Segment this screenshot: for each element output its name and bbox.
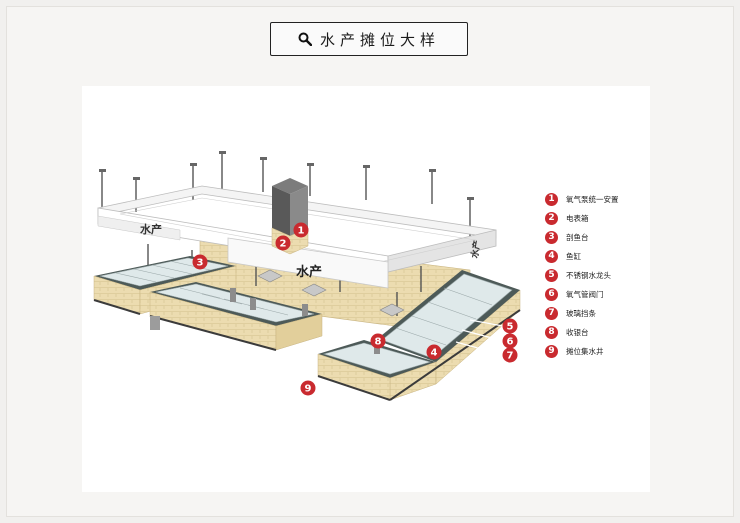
callout-8: 8 — [370, 333, 386, 349]
callout-leaders — [455, 319, 504, 356]
callout-5: 5 — [502, 318, 518, 334]
rod-caps — [99, 151, 474, 200]
callout-2: 2 — [275, 235, 291, 251]
legend-number: 6 — [545, 288, 558, 301]
legend-item: 8 收银台 — [545, 326, 645, 339]
legend-item: 2 电表箱 — [545, 212, 645, 225]
legend-label: 不锈钢水龙头 — [566, 271, 611, 280]
legend-item: 9 摊位集水井 — [545, 345, 645, 358]
callout-9: 9 — [300, 380, 316, 396]
legend-number: 2 — [545, 212, 558, 225]
svg-text:3: 3 — [197, 258, 204, 269]
legend-item: 1 氧气泵统一安置 — [545, 193, 645, 206]
page-title: 水产摊位大样 — [319, 30, 440, 49]
svg-text:7: 7 — [507, 351, 514, 362]
sign-label-right: 水产 — [468, 239, 483, 259]
legend-number: 5 — [545, 269, 558, 282]
legend-number: 8 — [545, 326, 558, 339]
svg-text:1: 1 — [298, 226, 305, 237]
legend-label: 玻璃挡条 — [566, 309, 596, 318]
legend-label: 氧气管阀门 — [566, 290, 604, 299]
legend-number: 1 — [545, 193, 558, 206]
callout-6: 6 — [502, 333, 518, 349]
legend-label: 摊位集水井 — [566, 347, 604, 356]
callout-7: 7 — [502, 347, 518, 363]
svg-text:4: 4 — [431, 348, 438, 359]
svg-text:2: 2 — [280, 239, 287, 250]
legend-number: 9 — [545, 345, 558, 358]
sign-label-center: 水产 — [296, 264, 322, 280]
legend-label: 剖鱼台 — [566, 233, 589, 242]
svg-text:6: 6 — [507, 337, 514, 348]
legend-label: 收银台 — [566, 328, 589, 337]
sign-frame — [97, 185, 497, 289]
legend-item: 7 玻璃挡条 — [545, 307, 645, 320]
title-box: 水产摊位大样 — [270, 22, 468, 56]
legend-number: 7 — [545, 307, 558, 320]
legend-item: 4 鱼缸 — [545, 250, 645, 263]
legend-label: 氧气泵统一安置 — [566, 195, 619, 204]
legend-item: 5 不锈钢水龙头 — [545, 269, 645, 282]
sign-label-left: 水产 — [140, 222, 162, 236]
stall-fixtures — [150, 269, 405, 354]
legend-number: 3 — [545, 231, 558, 244]
front-counter — [317, 270, 521, 401]
middle-counter — [149, 282, 323, 351]
svg-text:9: 9 — [305, 384, 312, 395]
callout-4: 4 — [426, 344, 442, 360]
svg-text:5: 5 — [507, 322, 514, 333]
svg-text:8: 8 — [375, 337, 382, 348]
legend-number: 4 — [545, 250, 558, 263]
callout-3: 3 — [192, 254, 208, 270]
legend-item: 6 氧气管阀门 — [545, 288, 645, 301]
legend-label: 鱼缸 — [566, 252, 581, 261]
callout-1: 1 — [293, 222, 309, 238]
search-icon — [298, 32, 312, 46]
callout-markers: 1 2 3 4 5 6 7 8 9 — [192, 222, 518, 396]
legend-item: 3 剖鱼台 — [545, 231, 645, 244]
legend-label: 电表箱 — [566, 214, 589, 223]
